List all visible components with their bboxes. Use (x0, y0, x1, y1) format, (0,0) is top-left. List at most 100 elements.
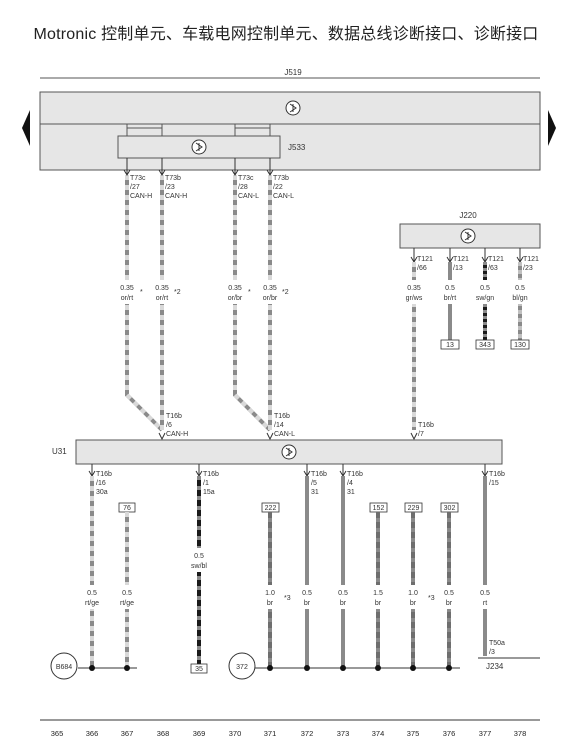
pin-connector: T16b (347, 471, 363, 478)
prev-page-arrow[interactable] (22, 110, 30, 146)
pin-signal: CAN-H (166, 431, 188, 438)
j220-wire-label-0: 0.35 gr/ws (406, 285, 423, 302)
wire-color: br (304, 600, 311, 607)
pin-number: /14 (274, 422, 284, 429)
u31-bottom-arrows (88, 464, 489, 477)
j533-pin-1: T73b /23 CAN-H (165, 175, 187, 200)
pin-connector: T73b (273, 175, 289, 182)
pin-signal: CAN-H (165, 193, 187, 200)
u31-top-pin-2: T16b /7 (418, 422, 434, 438)
can-wire-label-2: 0.35 or/br * (228, 285, 251, 302)
ref-box-13: 13 (440, 339, 460, 350)
wire-color: gr/ws (406, 295, 423, 302)
j220-pin-3: T121 /23 (523, 256, 539, 272)
wire-size: 0.5 (444, 590, 454, 597)
pin-signal: CAN-L (274, 431, 295, 438)
column-number: 377 (479, 729, 492, 738)
ref-box-222: 222 (261, 502, 280, 513)
j234-label: J234 (486, 662, 504, 671)
pin-number: /6 (166, 422, 172, 429)
wire-color: or/rt (156, 295, 169, 302)
j220-wire-label-1: 0.5 br/rt (444, 285, 457, 302)
wire-color: or/br (228, 295, 243, 302)
pin-signal: CAN-L (238, 193, 259, 200)
svg-text:35: 35 (195, 666, 203, 673)
ground-372-label: 372 (236, 664, 248, 671)
column-number: 369 (193, 729, 206, 738)
pin-number: /28 (238, 184, 248, 191)
wire-color: br (410, 600, 417, 607)
j220-label: J220 (459, 211, 477, 220)
junction-dot (375, 665, 381, 671)
pin-number: /23 (165, 184, 175, 191)
wire-note: *3 (428, 595, 435, 602)
j533-pin-2: T73c /28 CAN-L (238, 175, 259, 200)
wire-color: sw/bl (191, 563, 207, 570)
wire-color: br/rt (444, 295, 457, 302)
wire-note: *2 (282, 289, 289, 296)
j533-pin-0: T73c /27 CAN-H (130, 175, 152, 200)
junction-dot (267, 665, 273, 671)
svg-text:13: 13 (446, 342, 454, 349)
column-number: 367 (121, 729, 134, 738)
wire-size: 0.35 (120, 285, 134, 292)
pin-connector: T121 (488, 256, 504, 263)
pin-connector: T16b (166, 413, 182, 420)
ref-box-152: 152 (369, 502, 388, 513)
junction-dot (340, 665, 346, 671)
wire-color: rt/ge (120, 600, 134, 607)
pin-connector: T16b (311, 471, 327, 478)
lower-wire-label-4: 0.5 br (302, 590, 312, 607)
j234-pin: T50a /3 (489, 640, 505, 656)
pin-connector: T16b (96, 471, 112, 478)
wire-size: 0.35 (263, 285, 277, 292)
lower-wire-label-2: 0.5 sw/bl (191, 553, 207, 570)
u31-bottom-pin-3: T16b /4 31 (347, 471, 363, 496)
pin-connector: T121 (417, 256, 433, 263)
svg-text:343: 343 (479, 342, 491, 349)
pin-number: /1 (203, 480, 209, 487)
pin-connector: T16b (274, 413, 290, 420)
pin-connector: T16b (203, 471, 219, 478)
svg-text:222: 222 (265, 505, 277, 512)
svg-text:76: 76 (123, 505, 131, 512)
wire-size: 1.0 (408, 590, 418, 597)
wire-color: br (340, 600, 347, 607)
b684-connector: B684 (50, 652, 78, 680)
wire-size: 0.5 (87, 590, 97, 597)
svg-text:302: 302 (444, 505, 456, 512)
wire-note: *3 (284, 595, 291, 602)
wire-size: 0.5 (480, 590, 490, 597)
wire-size: 0.5 (480, 285, 490, 292)
j220-wire-label-3: 0.5 bl/gn (512, 285, 527, 302)
column-number: 373 (337, 729, 350, 738)
wire-color: or/br (263, 295, 278, 302)
j519-internal-links (126, 124, 271, 136)
can-h-wire-a-stripe (125, 175, 164, 432)
pin-signal: CAN-H (130, 193, 152, 200)
lower-wire-label-0: 0.5 rt/ge (85, 590, 99, 607)
b684-label: B684 (56, 664, 72, 671)
column-number: 372 (301, 729, 314, 738)
svg-text:130: 130 (514, 342, 526, 349)
wire-color: bl/gn (512, 295, 527, 302)
column-number: 375 (407, 729, 420, 738)
can-wire-label-1: 0.35 or/rt *2 (155, 285, 181, 302)
pin-connector: T50a (489, 640, 505, 647)
junction-dot (410, 665, 416, 671)
column-number: 371 (264, 729, 277, 738)
wire-size: 0.5 (515, 285, 525, 292)
j220-pin-1: T121 /13 (453, 256, 469, 272)
wire-size: 0.5 (194, 553, 204, 560)
pin-number: /4 (347, 480, 353, 487)
u31-label: U31 (52, 447, 67, 456)
next-page-arrow[interactable] (548, 110, 556, 146)
svg-text:229: 229 (408, 505, 420, 512)
ref-box-229: 229 (404, 502, 423, 513)
wire-color: br (375, 600, 382, 607)
column-number: 378 (514, 729, 527, 738)
column-number: 368 (157, 729, 170, 738)
j220-symbol-icon (460, 228, 476, 244)
junction-dot (446, 665, 452, 671)
